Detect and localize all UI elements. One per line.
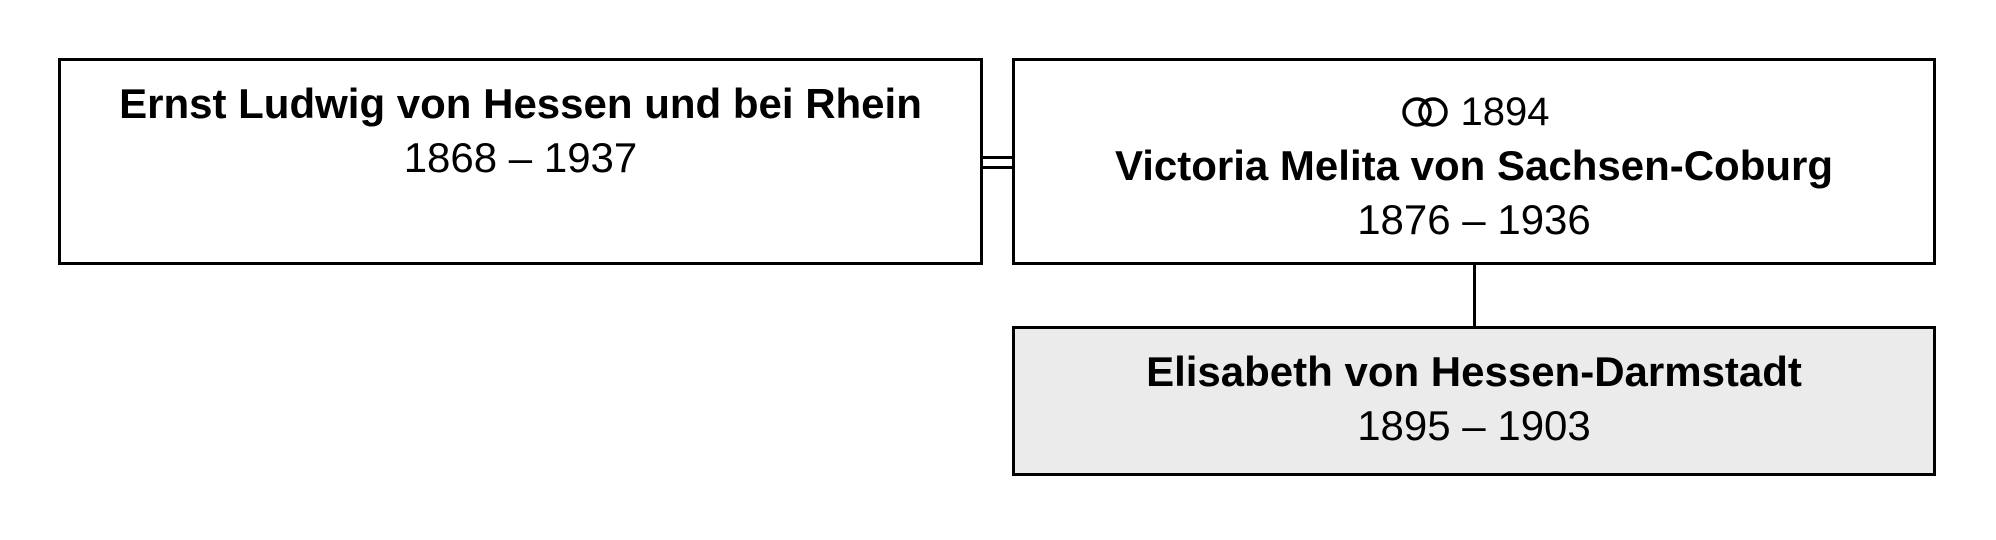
- person-name: Ernst Ludwig von Hessen und bei Rhein: [119, 80, 922, 127]
- descent-line: [1473, 265, 1476, 327]
- person-box-father: Ernst Ludwig von Hessen und bei Rhein 18…: [58, 58, 983, 265]
- wedding-rings-icon: [1401, 97, 1448, 127]
- marriage-info: 1894: [1015, 85, 1933, 139]
- person-dates: 1868 – 1937: [403, 134, 638, 181]
- person-name: Victoria Melita von Sachsen-Coburg: [1114, 142, 1834, 189]
- person-dates: 1876 – 1936: [1357, 196, 1591, 243]
- person-dates: 1895 – 1903: [1357, 402, 1591, 449]
- person-name: Elisabeth von Hessen-Darmstadt: [1146, 348, 1802, 395]
- marriage-year: 1894: [1460, 90, 1550, 134]
- marriage-connector-bottom: [983, 166, 1015, 169]
- marriage-connector-top: [983, 156, 1015, 159]
- person-box-spouse: 1894 Victoria Melita von Sachsen-Coburg …: [1012, 58, 1936, 265]
- person-box-child: Elisabeth von Hessen-Darmstadt 1895 – 19…: [1012, 326, 1936, 476]
